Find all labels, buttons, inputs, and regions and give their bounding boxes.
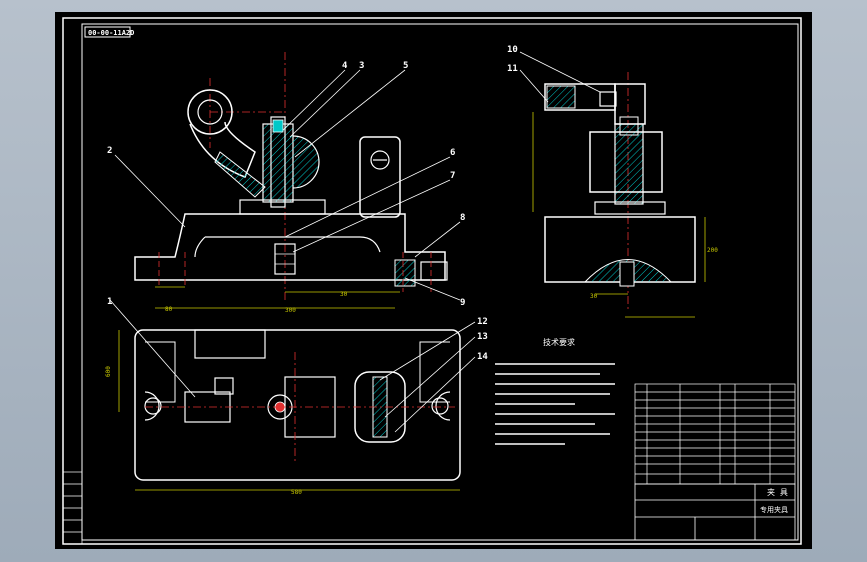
part-number: 8	[460, 213, 465, 223]
title-subtitle: 专用夹具	[760, 505, 788, 514]
plan-clamp	[184, 391, 231, 423]
side-plate	[594, 201, 666, 215]
dim-front-offset: 80	[165, 306, 173, 313]
drawing-number-box	[84, 26, 131, 38]
part-number: 9	[460, 298, 465, 308]
part-number: 11	[507, 64, 518, 74]
part-leaders	[109, 51, 601, 433]
part-number: 14	[477, 352, 488, 362]
plan-view: 580 600	[105, 329, 461, 496]
part-number: 7	[450, 171, 455, 181]
part-number: 6	[450, 148, 455, 158]
side-column	[614, 123, 644, 205]
part-number: 12	[477, 317, 488, 327]
dim-plan-height: 600	[105, 366, 112, 377]
stand-screw	[370, 150, 390, 170]
technical-requirements: 技术要求	[495, 337, 615, 445]
part-number: 5	[403, 61, 408, 71]
plan-base	[134, 329, 461, 481]
dim-front-span: 30	[340, 291, 348, 298]
handle-ring	[187, 89, 233, 135]
dim-plan-length: 580	[291, 489, 302, 496]
drawing-number: 00-00-11A2D	[88, 29, 134, 37]
front-view: 300 80 30	[134, 52, 448, 314]
part-numbers: 4 3 5 6 7 8 9 2 10 11 1 12 13 14	[107, 45, 518, 362]
part-number: 13	[477, 332, 488, 342]
side-view: 200 30	[532, 72, 718, 318]
clamp-column	[262, 123, 294, 203]
dim-front-width: 300	[285, 307, 296, 314]
tech-req-title: 技术要求	[543, 337, 575, 347]
parts-list	[634, 383, 796, 485]
dim-side-base: 30	[590, 293, 598, 300]
part-number: 3	[359, 61, 364, 71]
outer-frame	[62, 17, 802, 545]
plan-stand	[194, 329, 266, 359]
title-block: 夹 具 专用夹具	[634, 483, 796, 541]
part-number: 10	[507, 45, 518, 55]
inner-frame	[81, 23, 799, 541]
locating-screw	[394, 259, 416, 287]
drawing-area[interactable]: 00-00-11A2D	[55, 12, 812, 549]
part-number: 1	[107, 297, 112, 307]
part-number: 4	[342, 61, 348, 71]
lock-nut	[274, 243, 296, 275]
part-number: 2	[107, 146, 112, 156]
title-name: 夹 具	[767, 487, 788, 497]
cad-drawing: 00-00-11A2D	[62, 17, 802, 545]
rear-stand	[359, 136, 401, 218]
dim-side-height: 200	[707, 247, 718, 254]
revision-strip	[62, 471, 83, 545]
